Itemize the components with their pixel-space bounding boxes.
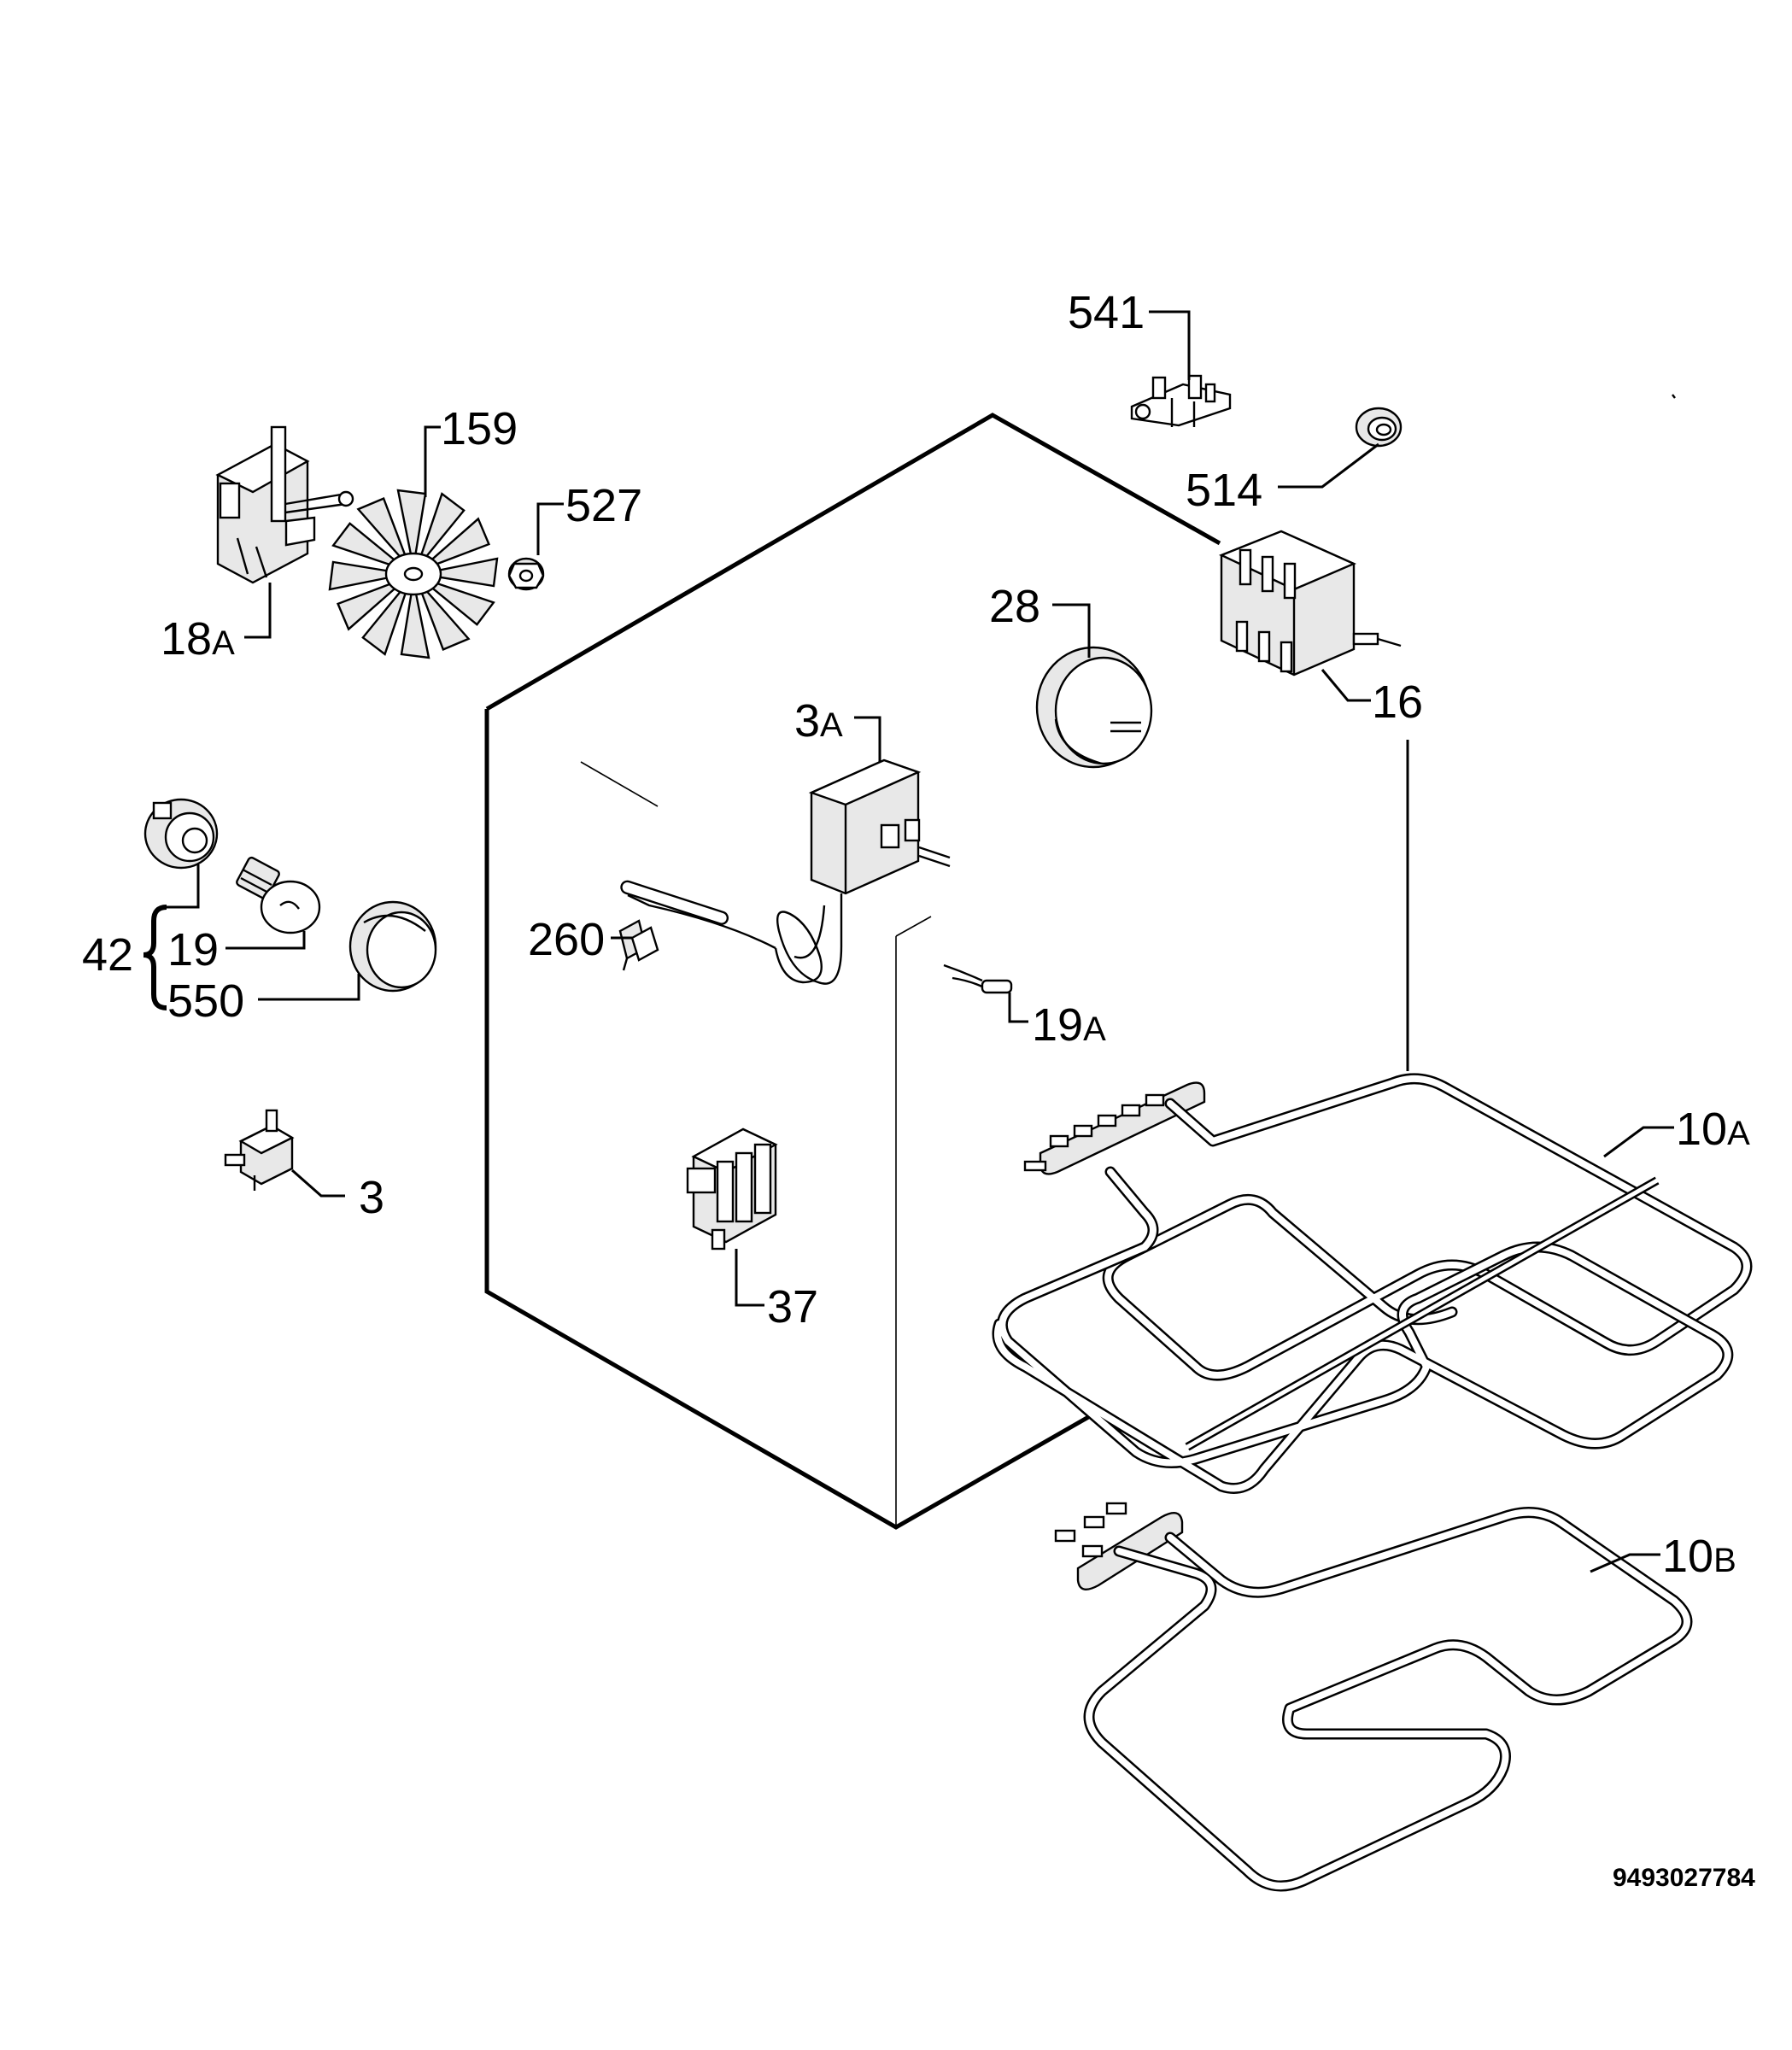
part-3A-thermostat (620, 758, 951, 985)
part-550-lamp-cover (348, 900, 437, 993)
part-10A-top-heating-element (992, 1073, 1753, 1494)
leader-19A (1008, 993, 1028, 1023)
callout-19A: 19A (1032, 999, 1106, 1051)
callout-16: 16 (1372, 676, 1423, 728)
part-3-thermal-cutout (224, 1109, 295, 1191)
leader-10B (1590, 1553, 1660, 1573)
part-514-grommet (1355, 407, 1403, 448)
stray-mark (1672, 394, 1676, 399)
leader-37 (735, 1249, 764, 1307)
callout-10B: 10B (1662, 1531, 1736, 1582)
part-260-clip (618, 919, 659, 971)
leader-19 (225, 931, 306, 950)
leader-10A (1603, 1126, 1674, 1158)
callout-18A: 18A (161, 613, 235, 665)
callout-550: 550 (167, 975, 244, 1027)
callout-28: 28 (989, 581, 1040, 632)
callout-159: 159 (441, 403, 518, 454)
leader-541 (1149, 310, 1191, 380)
callout-3A: 3A (794, 695, 843, 747)
callout-10A: 10A (1676, 1104, 1750, 1155)
part-159-fan-blade (328, 489, 499, 659)
part-28-timer (1035, 646, 1153, 769)
brace-42 (143, 905, 167, 1010)
element-10A-inner-loop (992, 1166, 1734, 1494)
part-18A-fan-motor (215, 425, 354, 584)
element-10A-outer-loop (1102, 1073, 1753, 1381)
leader-16 (1321, 669, 1371, 702)
part-37-terminal-block (686, 1128, 778, 1250)
callout-541: 541 (1068, 287, 1145, 338)
callout-527: 527 (565, 480, 642, 531)
callout-37: 37 (767, 1281, 818, 1332)
leader-527 (536, 502, 564, 555)
leader-42 (167, 864, 200, 909)
leader-514 (1278, 442, 1379, 489)
leader-3 (291, 1168, 345, 1198)
part-10B-bottom-heating-element (1054, 1502, 1693, 1892)
part-541-connector (1130, 374, 1232, 427)
part-19A-sensor (943, 964, 1013, 994)
callout-514: 514 (1186, 465, 1262, 516)
leader-28 (1052, 603, 1091, 658)
part-527-nut (507, 557, 545, 591)
leader-3A (854, 716, 881, 762)
part-19-lamp-bulb (236, 856, 321, 934)
part-16-selector-switch (1218, 530, 1402, 676)
leader-18A (244, 583, 272, 639)
callout-3: 3 (359, 1172, 384, 1223)
document-id: 9493027784 (1613, 1864, 1755, 1892)
callout-19: 19 (167, 924, 219, 975)
part-42-lamp-holder (143, 798, 219, 870)
leader-550 (258, 974, 360, 1001)
callout-260: 260 (528, 914, 605, 965)
leader-159 (424, 425, 441, 497)
callout-42: 42 (82, 929, 133, 981)
